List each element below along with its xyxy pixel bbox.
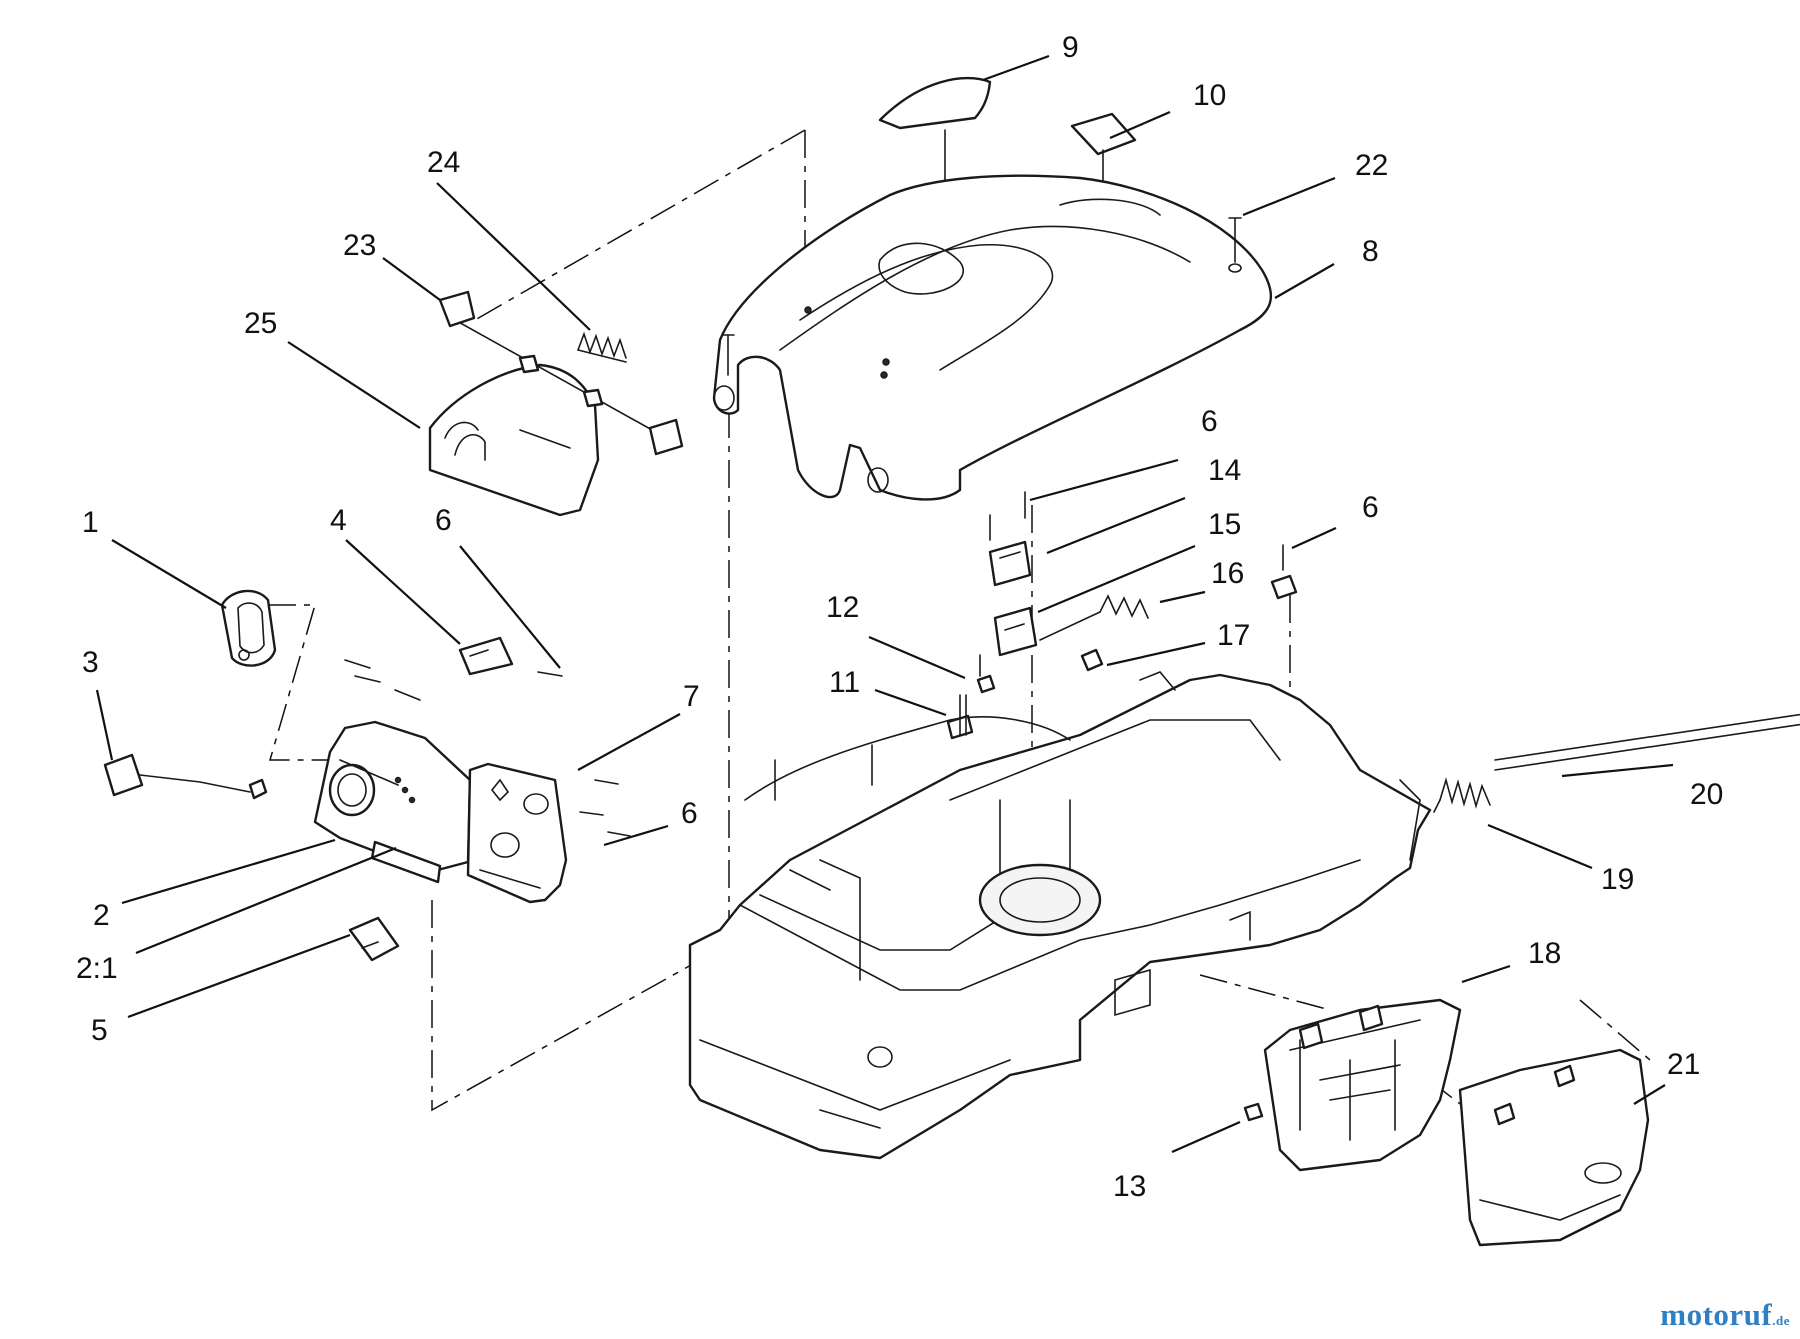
- part-7-control-box: [466, 762, 631, 904]
- callout-22: 22: [1355, 149, 1388, 182]
- callout-13: 13: [1113, 1170, 1146, 1203]
- callout-5: 5: [91, 1014, 108, 1047]
- screw-6-right: [1270, 544, 1298, 600]
- callout-4: 4: [330, 504, 347, 537]
- callout-labels: 1 2 2:1 3 4 5 6 6 6 6 7 8 9 10 11 12 13 …: [76, 31, 1723, 1203]
- callout-2: 2: [93, 899, 110, 932]
- part-4-switch: [344, 636, 563, 701]
- part-12-clip: [959, 654, 996, 736]
- callout-18: 18: [1528, 937, 1561, 970]
- screw-13: [1243, 1102, 1264, 1122]
- callout-10: 10: [1193, 79, 1226, 112]
- watermark-logo: motoruf.de: [1660, 1297, 1790, 1333]
- part-8-top-hood: [712, 174, 1273, 501]
- screw-22: [1228, 217, 1242, 263]
- part-21-rear-cover: [1458, 1048, 1650, 1247]
- leader-lines: [95, 54, 1674, 1154]
- callout-16: 16: [1211, 557, 1244, 590]
- callout-1: 1: [82, 506, 99, 539]
- part-14-terminal-block: [988, 491, 1032, 587]
- part-15-switch-block: [993, 606, 1038, 657]
- part-20-rod: [1494, 713, 1800, 771]
- part-18-rear-door: [1263, 998, 1462, 1172]
- callout-25: 25: [244, 307, 277, 340]
- main-housing: [688, 671, 1432, 1160]
- callout-21: 21: [1667, 1048, 1700, 1081]
- callout-6a: 6: [435, 504, 452, 537]
- callout-8: 8: [1362, 235, 1379, 268]
- part-3-connector: [103, 753, 268, 800]
- callout-23: 23: [343, 229, 376, 262]
- callout-7: 7: [683, 680, 700, 713]
- screw-left-hood: [721, 334, 735, 376]
- callout-19: 19: [1601, 863, 1634, 896]
- callout-24: 24: [427, 146, 460, 179]
- callout-2-1: 2:1: [76, 952, 118, 985]
- callout-12: 12: [826, 591, 859, 624]
- part-24-spring: [577, 331, 627, 363]
- watermark-suffix: .de: [1772, 1313, 1790, 1328]
- callout-9: 9: [1062, 31, 1079, 64]
- watermark-text: motoruf: [1660, 1297, 1773, 1332]
- callout-17: 17: [1217, 619, 1250, 652]
- part-25-rear-flap: [428, 363, 600, 517]
- part-5-rocker-switch: [348, 916, 400, 962]
- callout-6d: 6: [1362, 491, 1379, 524]
- part-17-hook: [1080, 648, 1104, 672]
- part-1-grommet: [220, 589, 277, 667]
- callout-15: 15: [1208, 508, 1241, 541]
- callout-6c: 6: [1201, 405, 1218, 438]
- part-19-spring: [1433, 777, 1491, 813]
- part-16-spring: [1039, 594, 1149, 641]
- callout-3: 3: [82, 646, 99, 679]
- callout-14: 14: [1208, 454, 1241, 487]
- callout-11: 11: [829, 666, 860, 699]
- part-23-hinge-rod: [438, 290, 684, 456]
- part-2-dash-panel: [313, 720, 472, 884]
- callout-20: 20: [1690, 778, 1723, 811]
- callout-6b: 6: [681, 797, 698, 830]
